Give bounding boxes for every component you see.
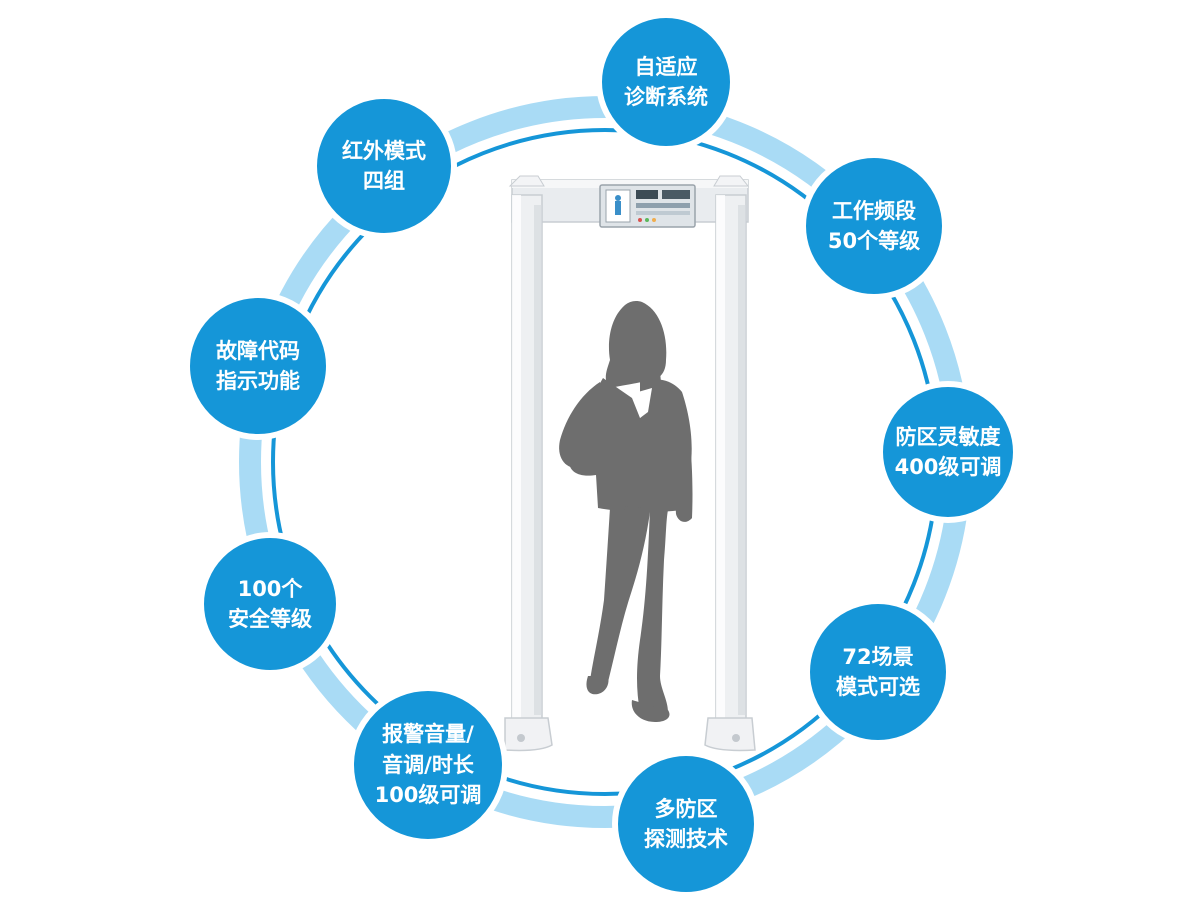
feature-circle-zone-sensitivity: 防区灵敏度 400级可调 (877, 381, 1019, 523)
feature-circle-multi-zone: 多防区探测技术 (612, 750, 760, 898)
feature-text-line: 诊断系统 (624, 85, 708, 109)
feature-text-line: 模式可选 (836, 675, 920, 699)
feature-circle-fault-code: 故障代码指示功能 (184, 292, 332, 440)
feature-text-line: 探测技术 (644, 827, 728, 851)
feature-text-line: 400级可调 (894, 455, 1002, 479)
feature-text-line: 100级可调 (374, 783, 482, 808)
feature-text-line: 四组 (363, 169, 405, 193)
feature-text-line: 音调/时长 (382, 752, 474, 777)
feature-circle-adaptive-diagnosis: 自适应诊断系统 (596, 12, 736, 152)
feature-circle-scene-modes: 72场景模式可选 (804, 598, 952, 746)
feature-text-line: 100个 (237, 576, 303, 601)
feature-text-line: 50个等级 (827, 229, 921, 253)
feature-text-line: 72场景 (842, 644, 914, 669)
feature-circle-security-levels: 100个安全等级 (198, 532, 342, 676)
feature-text-line: 指示功能 (216, 369, 300, 393)
feature-text-line: 工作频段 (832, 198, 916, 223)
feature-circle-infrared-mode: 红外模式四组 (311, 93, 457, 239)
feature-text-line: 报警音量/ (382, 722, 474, 747)
gate-right-foot (704, 717, 756, 752)
feature-text-line: 防区灵敏度 (895, 424, 1001, 449)
feature-text-line: 故障代码 (216, 338, 300, 363)
feature-text-line: 红外模式 (342, 138, 426, 163)
feature-circle-alarm-volume: 报警音量/音调/时长 100级可调 (348, 685, 508, 845)
feature-text-line: 安全等级 (228, 607, 312, 631)
feature-text-line: 多防区 (654, 796, 718, 821)
feature-text-line: 自适应 (634, 54, 698, 79)
feature-circle-work-frequency: 工作频段 50个等级 (800, 152, 948, 300)
